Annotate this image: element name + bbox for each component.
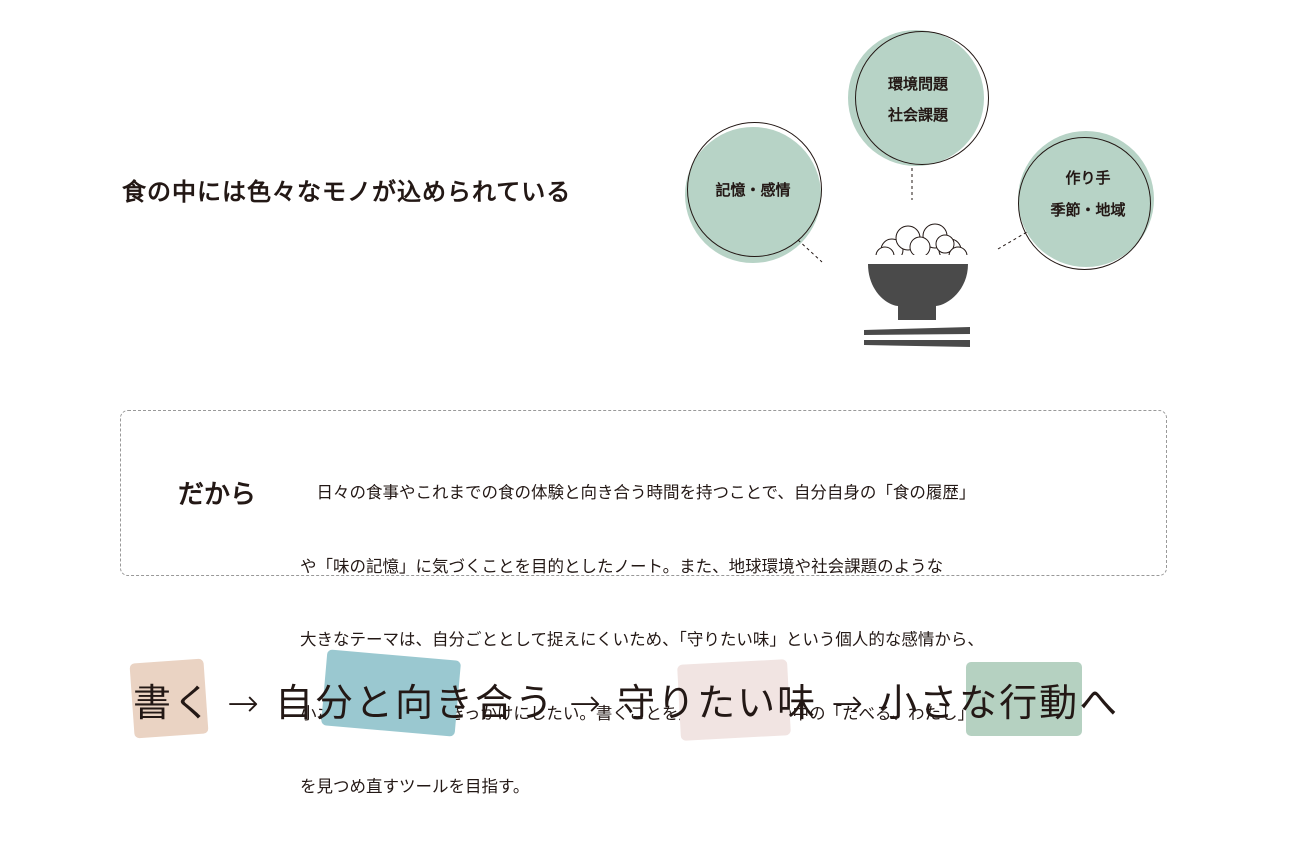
arrow-icon: → [569,681,603,725]
bubble-label: 作り手 [1065,169,1111,187]
statement-label: だから [178,480,257,510]
statement-line: 小さな行動を考えるきっかけにしたい。書くことを通して、日常の中の「たべる、わたし… [300,703,975,723]
bubble-label: 季節・地域 [1050,201,1126,219]
statement-line: を見つめ直すツールを目指す。 [300,777,530,796]
statement-text: 日々の食事やこれまでの食の体験と向き合う時間を持つことで、自分自身の「食の履歴」… [300,432,984,824]
rice-bowl-illustration [797,168,1028,347]
flow-step: 自分と向き合う [275,681,556,725]
statement-line: 日々の食事やこれまでの食の体験と向き合う時間を持つことで、自分自身の「食の履歴」 [300,483,976,502]
arrow-icon: → [227,681,261,725]
chopsticks-icon [864,327,970,347]
flow-step: 守りたい味 [617,681,818,725]
arrow-icon: → [831,681,866,725]
connector-lines [797,168,1028,263]
bubble-label: 環境問題 [887,75,948,93]
flow-step: 書く [133,681,214,725]
highlight-action [966,662,1082,736]
bubble-label: 社会課題 [887,106,948,124]
bowl-icon [868,264,968,320]
statement-line: 大きなテーマは、自分ごととして捉えにくいため、「守りたい味」という個人的な感情か… [300,630,984,649]
flow-sequence: 書く → 自分と向き合う → 守りたい味 → 小さな行動へ [133,672,1119,727]
rice-icon [869,223,969,266]
statement-line: や「味の記憶」に気づくことを目的としたノート。また、地球環境や社会課題のような [300,556,944,576]
bubble-label: 記憶・感情 [715,181,791,199]
flow-step: 小さな行動へ [879,681,1120,725]
statement-box [120,410,1167,576]
headline: 食の中には色々なモノが込められている [122,178,572,206]
